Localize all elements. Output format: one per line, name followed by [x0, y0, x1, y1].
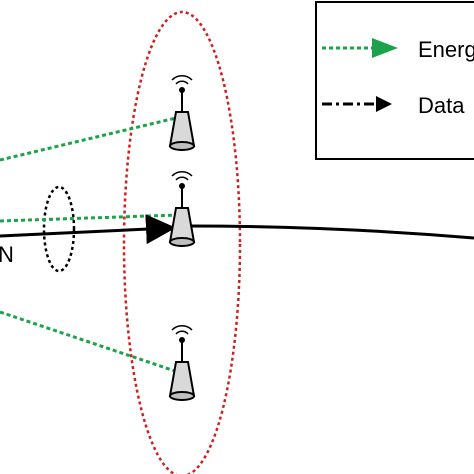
legend: Energ Data — [315, 1, 474, 160]
legend-item-energy: Energ — [322, 37, 474, 62]
antenna-tower-icon — [168, 75, 196, 151]
data-link-out — [187, 224, 474, 240]
legend-label-energy: Energ — [418, 37, 474, 62]
antenna-tower-icon — [168, 171, 196, 247]
data-link-in — [0, 214, 176, 245]
left-node-label: N — [0, 242, 14, 267]
energy-link-bottom — [0, 310, 179, 374]
antenna-tower-icon — [168, 325, 196, 401]
energy-link-middle — [0, 213, 179, 223]
energy-links — [0, 116, 179, 374]
antenna-cluster-ellipse — [122, 10, 242, 474]
legend-label-data: Data — [418, 93, 465, 118]
legend-frame — [315, 1, 474, 160]
energy-link-top — [0, 116, 177, 162]
beam-ellipse — [42, 185, 76, 273]
legend-item-data: Data — [322, 93, 465, 118]
